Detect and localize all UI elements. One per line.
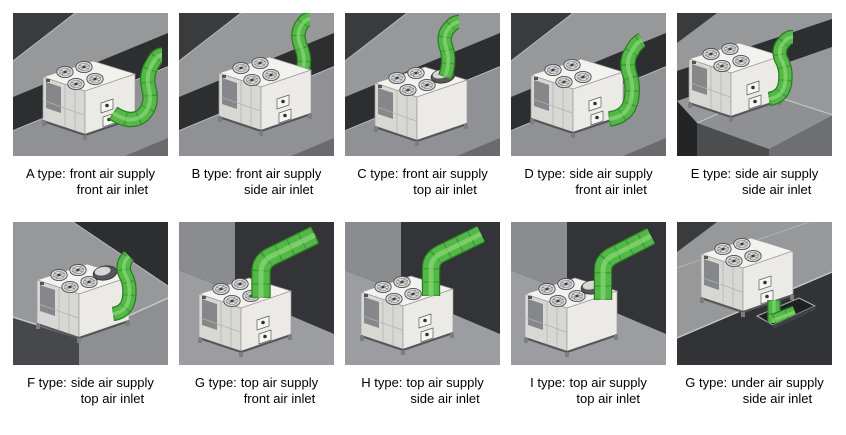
unit-installation-illustration xyxy=(13,221,168,365)
supply-text: top air supply xyxy=(406,374,484,390)
unit-installation-illustration xyxy=(13,13,168,156)
inlet-text: top air inlet xyxy=(576,390,640,406)
inlet-text: side air inlet xyxy=(244,181,314,197)
inlet-text: front air inlet xyxy=(575,181,647,197)
supply-text: front air supply xyxy=(402,166,488,181)
type-label: A type: xyxy=(25,166,66,181)
supply-text: front air supply xyxy=(69,166,155,181)
type-label: C type: xyxy=(357,166,399,181)
unit-installation-illustration xyxy=(345,13,500,156)
type-label: D type: xyxy=(524,166,566,181)
type-label: B type: xyxy=(191,166,233,181)
supply-text: under air supply xyxy=(731,374,824,390)
supply-text: side air supply xyxy=(70,374,154,390)
supply-text: side air supply xyxy=(569,166,653,181)
supply-text: side air supply xyxy=(735,166,819,181)
inlet-text: front air inlet xyxy=(76,181,149,197)
inlet-text: top air inlet xyxy=(413,181,477,197)
supply-text: top air supply xyxy=(569,374,647,390)
unit-installation-illustration xyxy=(511,221,666,365)
unit-installation-illustration xyxy=(677,221,832,365)
type-label: E type: xyxy=(690,166,732,181)
type-label: G type: xyxy=(194,374,237,390)
inlet-text: top air inlet xyxy=(80,390,145,406)
type-label: F type: xyxy=(27,374,67,390)
inlet-text: side air inlet xyxy=(742,390,813,406)
unit-installation-illustration xyxy=(179,221,334,365)
inlet-text: side air inlet xyxy=(410,390,480,406)
inlet-text: front air inlet xyxy=(243,390,316,406)
supply-text: top air supply xyxy=(240,374,319,390)
type-label: G type: xyxy=(685,374,728,390)
unit-installation-illustration xyxy=(677,13,832,156)
unit-installation-illustration xyxy=(179,13,334,156)
unit-installation-illustration xyxy=(511,13,666,156)
inlet-text: side air inlet xyxy=(742,181,812,197)
supply-text: front air supply xyxy=(236,166,322,181)
unit-installation-illustration xyxy=(345,221,500,365)
type-label: H type: xyxy=(361,374,403,390)
type-label: I type: xyxy=(530,374,566,390)
